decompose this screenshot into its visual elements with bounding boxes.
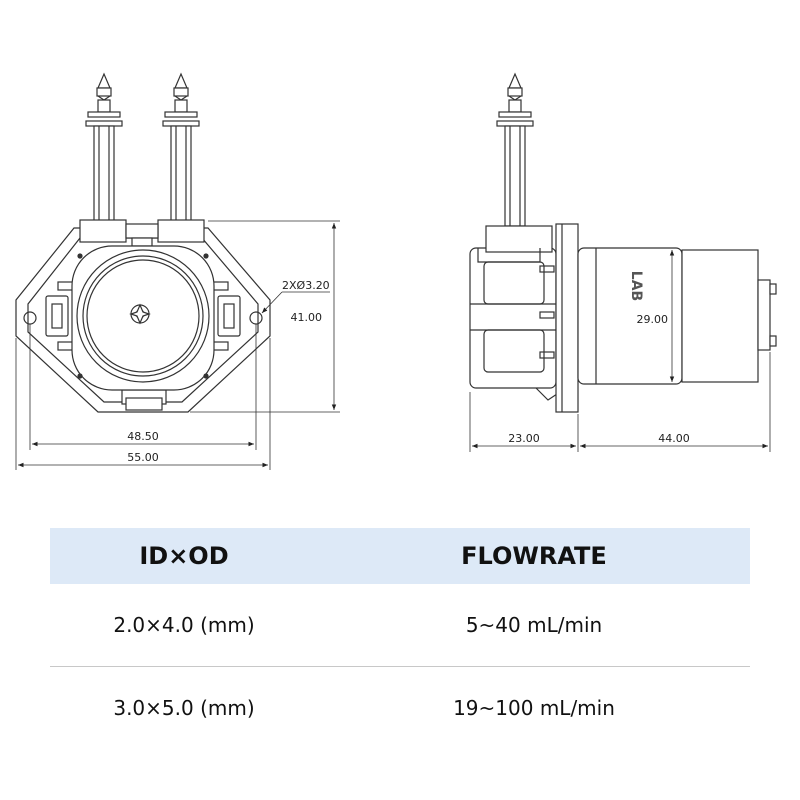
header-id-od: ID×OD <box>139 542 229 570</box>
table-row: 3.0×5.0 (mm) 19~100 mL/min <box>50 667 750 749</box>
side-dimensions <box>469 250 771 452</box>
motor-len-label: 44.00 <box>658 432 690 445</box>
cell-flowrate: 19~100 mL/min <box>453 696 615 720</box>
side-tube <box>496 72 534 227</box>
front-tube-left <box>85 72 123 222</box>
head-depth-label: 23.00 <box>508 432 540 445</box>
side-flange <box>555 223 579 413</box>
front-tube-right <box>162 72 200 222</box>
side-view <box>469 72 777 413</box>
cell-id-od: 2.0×4.0 (mm) <box>113 613 255 637</box>
table-row: 2.0×4.0 (mm) 5~40 mL/min <box>50 584 750 667</box>
front-view <box>15 72 271 413</box>
front-height-label: 41.00 <box>291 311 323 324</box>
hole-span-label: 48.50 <box>127 430 159 443</box>
hole-dim-label: 2XØ3.20 <box>282 279 330 292</box>
brand-text: LAB <box>628 271 644 301</box>
front-width-label: 55.00 <box>127 451 159 464</box>
front-dimensions <box>15 220 340 470</box>
table-header: ID×OD FLOWRATE <box>50 528 750 584</box>
header-flowrate: FLOWRATE <box>461 542 607 570</box>
cell-flowrate: 5~40 mL/min <box>465 613 603 637</box>
motor-dia-label: 29.00 <box>637 313 669 326</box>
spec-table: ID×OD FLOWRATE 2.0×4.0 (mm) 5~40 mL/min … <box>50 528 750 749</box>
cell-id-od: 3.0×5.0 (mm) <box>113 696 255 720</box>
technical-drawing: 2XØ3.20 41.00 48.50 55.00 <box>15 72 777 470</box>
